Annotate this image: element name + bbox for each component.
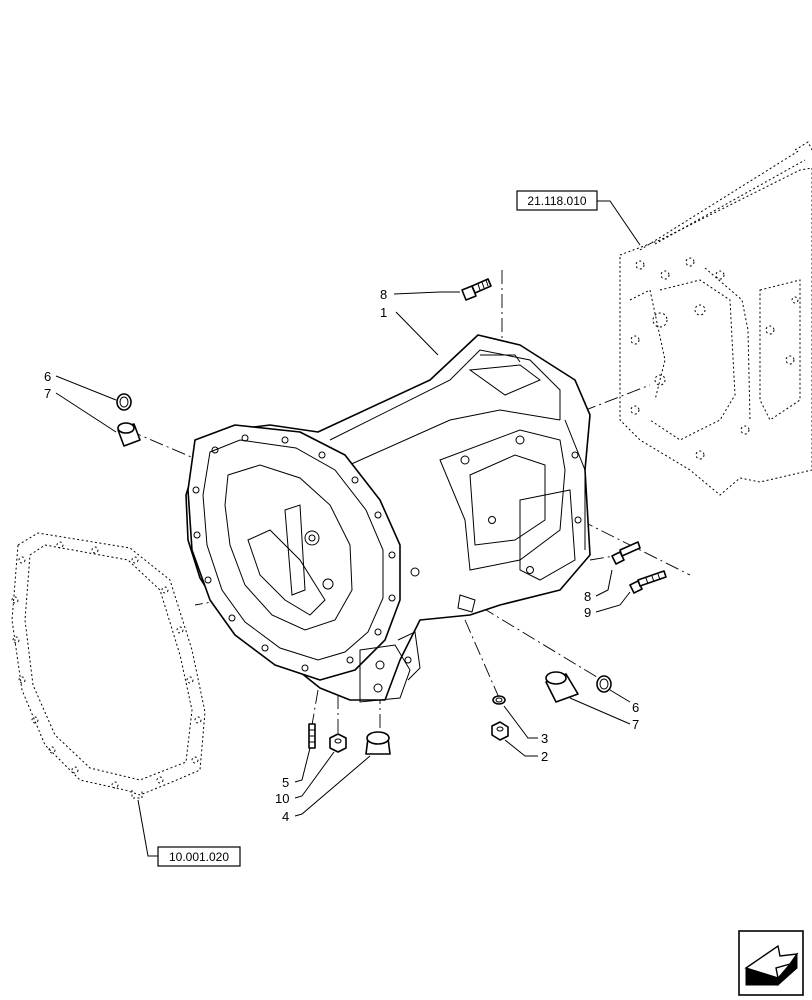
parts [116,278,667,755]
callout-2: 2 [541,749,548,764]
washer [492,695,506,705]
reference-10-001-020[interactable]: 10.001.020 [169,850,229,864]
cap-plug [365,731,391,755]
bushing-right [545,671,579,703]
nut [491,721,509,741]
leader-lines [55,200,641,857]
nut-lower [329,733,347,753]
callout-10: 10 [275,791,289,806]
plug-right [596,675,612,693]
previous-page-arrow-icon[interactable] [738,930,804,996]
reference-box-bottom[interactable]: 10.001.020 [157,846,241,867]
callout-labels: 8 1 6 7 8 9 6 7 3 2 5 10 4 [44,287,639,824]
reference-box-top[interactable]: 21.118.010 [516,190,598,211]
transmission-housing [185,334,591,703]
reference-21-118-010[interactable]: 21.118.010 [527,194,586,208]
callout-8-top: 8 [380,287,387,302]
bolt-top [461,278,492,301]
callout-7-left: 7 [44,386,51,401]
callout-4: 4 [282,809,289,824]
callout-1: 1 [380,305,387,320]
callout-6-right: 6 [632,700,639,715]
callout-9: 9 [584,605,591,620]
callout-7-right: 7 [632,717,639,732]
clutch-housing-plate [11,532,206,799]
plug-left [116,393,132,411]
adjacent-gearbox-housing [619,141,812,496]
bushing-left [117,422,141,447]
callout-3: 3 [541,731,548,746]
stud [308,723,316,749]
callout-6-left: 6 [44,369,51,384]
screw-right [629,570,667,594]
bolt-right [611,541,641,565]
callout-5: 5 [282,775,289,790]
callout-8-right: 8 [584,589,591,604]
